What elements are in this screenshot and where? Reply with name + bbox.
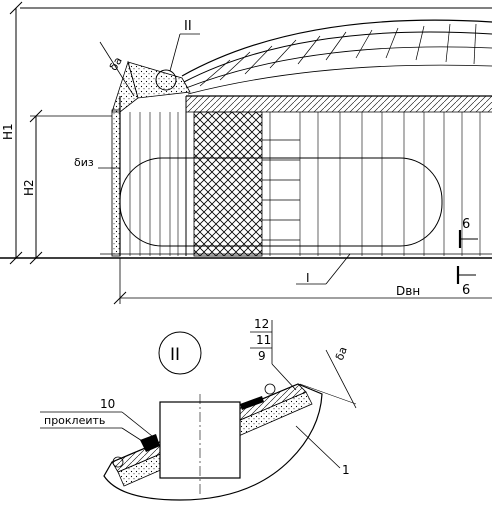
detail-ii-circle-label: II	[170, 345, 180, 365]
wall-insulation-band	[111, 109, 121, 257]
manhole-outline	[119, 157, 443, 247]
section-mark-6-lower: 6	[462, 283, 470, 298]
dim-da-top-label: δа	[107, 55, 125, 73]
callout-10: 10	[100, 397, 115, 411]
detail-body	[103, 383, 323, 501]
dim-da-detail-label: δа	[333, 345, 350, 362]
detail-ref-top: II	[184, 19, 192, 34]
detail-ii-marker	[155, 69, 177, 91]
dim-diz-label: δиз	[74, 156, 94, 169]
crosshatch-panel	[193, 111, 263, 257]
dim-dvn-label: Dвн	[396, 284, 420, 298]
dim-h1-label: H1	[1, 123, 15, 140]
section-ref-i: I	[306, 271, 310, 285]
callout-11: 11	[256, 333, 271, 347]
callout-1: 1	[342, 463, 350, 477]
tank-elevation: II δа δиз H1 H2 I 6 6 Dвн	[0, 1, 492, 305]
section-mark-6-upper: 6	[462, 217, 470, 232]
detail-ii: II 12 11 9 δа 10 проклеить 1	[40, 317, 357, 501]
callout-9: 9	[258, 349, 266, 363]
roof-arc	[181, 19, 492, 77]
dim-h2-label: H2	[22, 179, 36, 196]
callout-12: 12	[254, 317, 269, 331]
ladder-grid	[262, 139, 300, 241]
note-glue: проклеить	[44, 414, 105, 427]
detail-ii-circle	[158, 331, 202, 375]
